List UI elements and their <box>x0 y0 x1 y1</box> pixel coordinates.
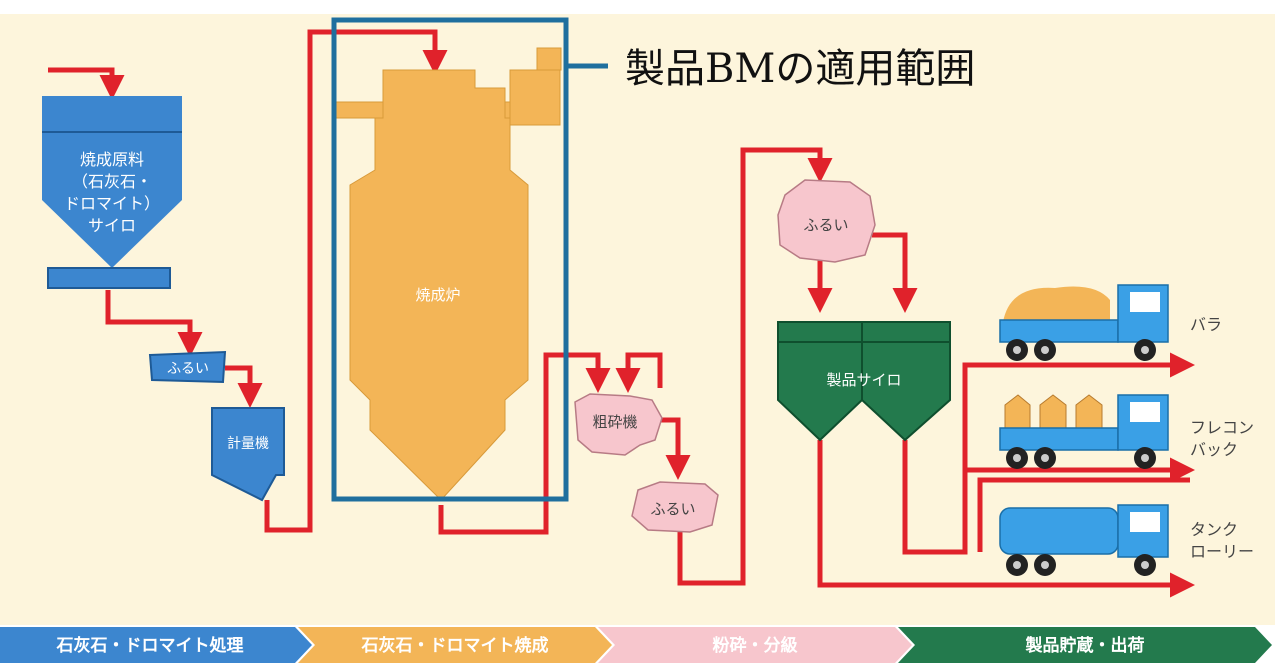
raw-material-silo: 焼成原料 （石灰石・ ドロマイト） サイロ <box>42 96 182 289</box>
stage-1-arrow <box>0 627 312 663</box>
weigher: 計量機 <box>211 407 285 502</box>
kiln-label: 焼成炉 <box>415 286 460 304</box>
flexible-label-line1: フレコン <box>1190 418 1254 437</box>
product-silo-label: 製品サイロ <box>826 371 901 389</box>
screen-1-label: ふるい <box>167 361 209 377</box>
stage-2-arrow <box>298 627 612 663</box>
stage-2-label: 石灰石・ドロマイト焼成 <box>361 635 549 656</box>
crusher: 粗砕機 <box>574 393 663 456</box>
stage-3-label: 粉砕・分級 <box>713 635 798 656</box>
flow-to-tank-lorry <box>817 440 1195 598</box>
stage-bar: 石灰石・ドロマイト処理 石灰石・ドロマイト焼成 粉砕・分級 製品貯蔵・出荷 <box>0 627 1272 663</box>
flow-weigher-to-kiln <box>264 29 448 533</box>
silo-label-line2: （石灰石・ <box>72 172 152 191</box>
tank-label-line1: タンク <box>1190 520 1238 539</box>
product-silo: 製品サイロ <box>777 321 951 442</box>
flow-to-bulk <box>902 352 1195 555</box>
silo-label-line1: 焼成原料 <box>80 150 144 169</box>
stage-4-arrow <box>898 627 1272 663</box>
weigher-label: 計量機 <box>227 436 269 452</box>
bulk-truck <box>999 284 1169 361</box>
applicable-range-callout: 製品BMの適用範囲 <box>625 46 975 92</box>
flexible-container-truck <box>999 394 1169 469</box>
screen-3: ふるい <box>777 179 876 263</box>
flow-silo-to-screen <box>105 290 203 357</box>
screen-2: ふるい <box>631 481 719 533</box>
screen-2-label: ふるい <box>650 500 695 518</box>
stage-4-label: 製品貯蔵・出荷 <box>1025 635 1145 656</box>
kiln: 焼成炉 <box>334 47 562 501</box>
tank-lorry-truck <box>999 504 1169 576</box>
flow-lines <box>48 29 1195 598</box>
top-margin <box>0 0 1275 14</box>
flow-kiln-to-crusher <box>438 352 611 535</box>
flow-connector <box>977 477 1190 552</box>
flexible-label-line2: バック <box>1190 440 1238 459</box>
flow-screen-to-weigher <box>225 365 263 408</box>
flow-return-to-crusher <box>615 352 663 393</box>
stage-1-label: 石灰石・ドロマイト処理 <box>56 635 244 656</box>
stage-3-arrow <box>598 627 912 663</box>
silo-label-line4: サイロ <box>88 216 136 235</box>
bulk-label: バラ <box>1190 315 1222 334</box>
crusher-label: 粗砕機 <box>592 413 637 431</box>
screen-3-label: ふるい <box>803 216 848 234</box>
silo-label-line3: ドロマイト） <box>64 194 160 213</box>
flow-to-top-screen <box>677 147 833 586</box>
flow-into-silo <box>48 67 125 100</box>
screen-1: ふるい <box>148 350 227 384</box>
tank-label-line2: ローリー <box>1190 542 1254 561</box>
applicable-range-box <box>331 17 569 502</box>
flow-screen-to-silo-right <box>872 232 918 313</box>
